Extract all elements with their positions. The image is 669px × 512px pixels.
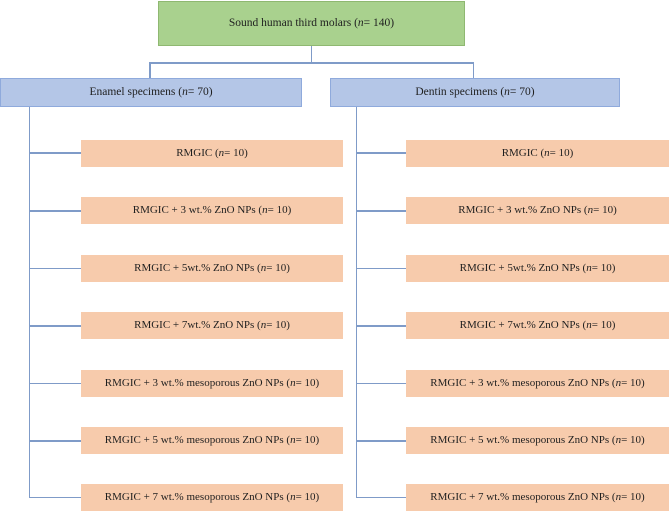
leaf-node-enamel-rmgic: RMGIC (n = 10) [81, 140, 343, 167]
leaf-node-dentin-rmgic: RMGIC (n = 10) [406, 140, 669, 167]
leaf-node-enamel-5wt-zno: RMGIC + 5wt.% ZnO NPs (n = 10) [81, 255, 343, 282]
leaf-node-dentin-5wt-meso-zno: RMGIC + 5 wt.% mesoporous ZnO NPs (n = 1… [406, 427, 669, 454]
leaf-node-enamel-7wt-meso-zno: RMGIC + 7 wt.% mesoporous ZnO NPs (n = 1… [81, 484, 343, 511]
connector-root-stem [310, 46, 312, 63]
root-node-sound-molars: Sound human third molars (n = 140) [158, 1, 465, 46]
connector-branch-dentin-6 [355, 440, 406, 442]
leaf-node-dentin-3wt-meso-zno: RMGIC + 3 wt.% mesoporous ZnO NPs (n = 1… [406, 370, 669, 397]
leaf-node-enamel-3wt-zno: RMGIC + 3 wt.% ZnO NPs (n = 10) [81, 197, 343, 224]
connector-branch-enamel-1 [28, 152, 81, 154]
connector-branch-dentin-2 [355, 210, 406, 212]
connector-drop-enamel [149, 62, 151, 78]
leaf-node-enamel-7wt-zno: RMGIC + 7wt.% ZnO NPs (n = 10) [81, 312, 343, 339]
group-node-enamel: Enamel specimens (n = 70) [0, 78, 302, 107]
connector-branch-dentin-5 [355, 382, 406, 384]
connector-trunk-enamel [28, 107, 30, 498]
connector-branch-dentin-3 [355, 267, 406, 269]
connector-drop-dentin [472, 62, 474, 78]
connector-split-horizontal [149, 62, 474, 64]
connector-branch-enamel-2 [28, 210, 81, 212]
connector-trunk-dentin [355, 107, 357, 498]
connector-branch-enamel-6 [28, 440, 81, 442]
leaf-node-dentin-3wt-zno: RMGIC + 3 wt.% ZnO NPs (n = 10) [406, 197, 669, 224]
leaf-node-dentin-5wt-zno: RMGIC + 5wt.% ZnO NPs (n = 10) [406, 255, 669, 282]
leaf-node-enamel-3wt-meso-zno: RMGIC + 3 wt.% mesoporous ZnO NPs (n = 1… [81, 370, 343, 397]
connector-branch-enamel-7 [28, 496, 81, 498]
group-node-dentin: Dentin specimens (n = 70) [330, 78, 620, 107]
leaf-node-dentin-7wt-meso-zno: RMGIC + 7 wt.% mesoporous ZnO NPs (n = 1… [406, 484, 669, 511]
connector-branch-enamel-5 [28, 382, 81, 384]
connector-branch-dentin-1 [355, 152, 406, 154]
connector-branch-enamel-4 [28, 325, 81, 327]
connector-branch-dentin-7 [355, 496, 406, 498]
connector-branch-enamel-3 [28, 267, 81, 269]
leaf-node-dentin-7wt-zno: RMGIC + 7wt.% ZnO NPs (n = 10) [406, 312, 669, 339]
leaf-node-enamel-5wt-meso-zno: RMGIC + 5 wt.% mesoporous ZnO NPs (n = 1… [81, 427, 343, 454]
connector-branch-dentin-4 [355, 325, 406, 327]
